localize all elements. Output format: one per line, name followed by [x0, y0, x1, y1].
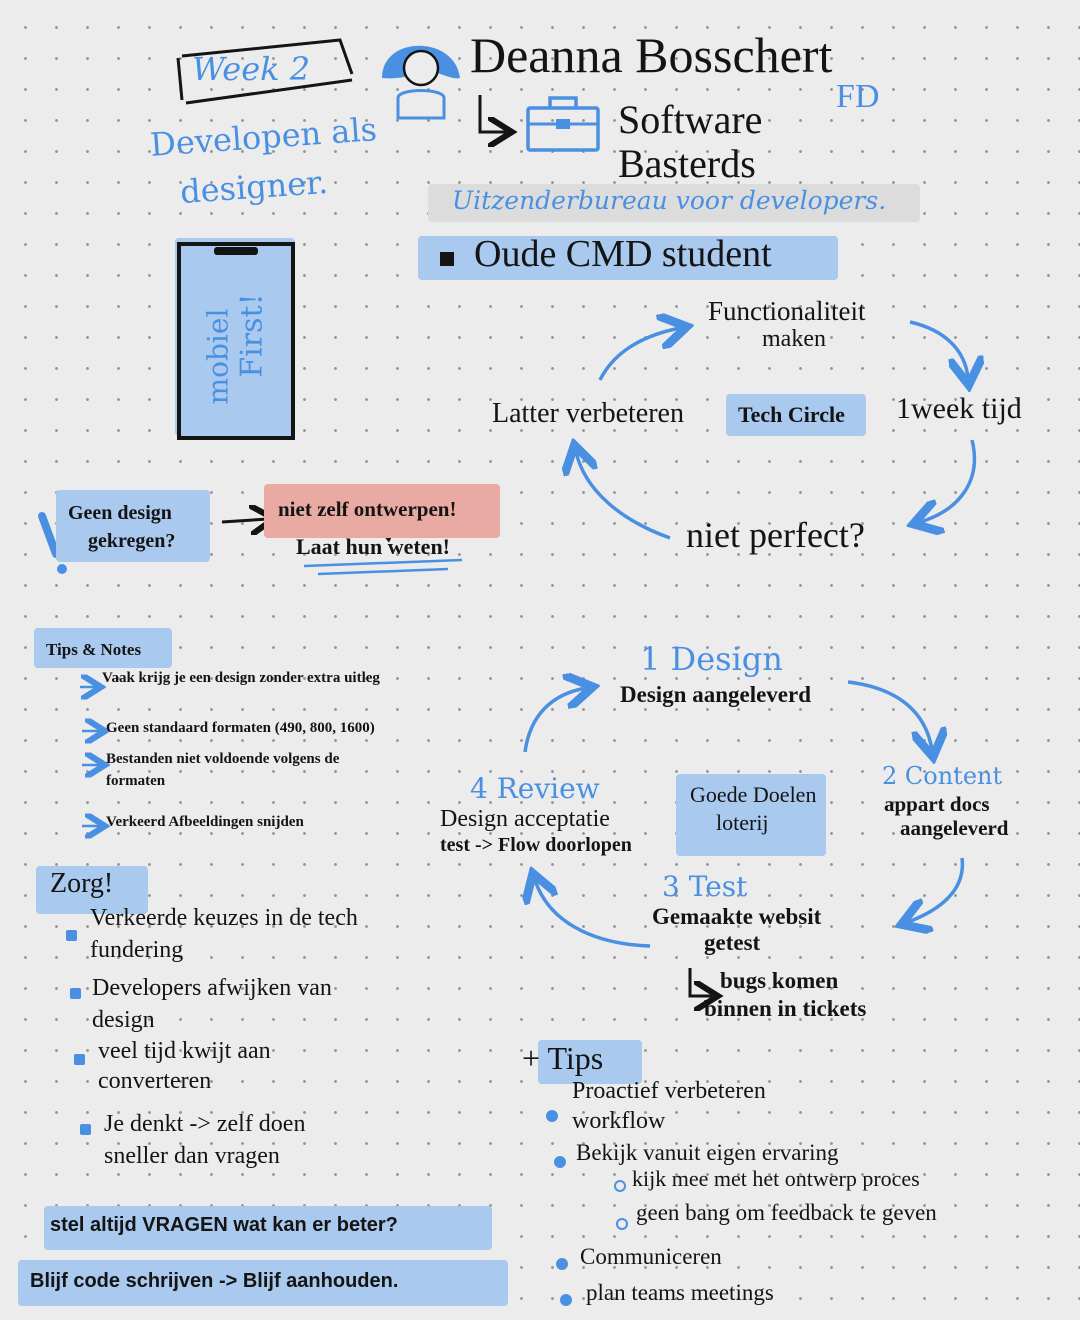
zorg-item: veel tijd kwijt aan converteren: [98, 1038, 271, 1094]
tips-title: + Tips: [522, 1040, 604, 1076]
tech-circle-top-1: Functionaliteit: [708, 296, 866, 326]
tips-arrows: [80, 687, 100, 826]
arrow-right-icon: [221, 519, 268, 522]
tips-bullet-icon: [546, 1110, 558, 1122]
tips-subitem: geen bang om feedback te geven: [636, 1200, 937, 1225]
tips-subitem: kijk mee met het ontwerp proces: [632, 1166, 920, 1191]
tech-circle-arrows: [576, 322, 974, 540]
process-center-1: Goede Doelen: [690, 782, 817, 807]
process-content-text-2: aangeleverd: [900, 816, 1009, 840]
square-bullet-icon: [440, 252, 454, 266]
process-test-title: 3 Test: [662, 870, 748, 903]
no-design-answer-box: [264, 484, 500, 538]
company-name: Software Basterds: [618, 97, 763, 186]
footer-box-2: [18, 1260, 508, 1306]
process-review-title: 4 Review: [470, 772, 600, 805]
process-center-2: loterij: [716, 810, 769, 835]
tips-sub-bullet-icon: [616, 1218, 628, 1230]
process-test-text-3: bugs komen: [720, 968, 839, 993]
person-icon: [382, 45, 460, 120]
no-design-q2: gekregen?: [88, 530, 176, 552]
process-content-text-1: appart docs: [884, 792, 990, 816]
process-design-text: Design aangeleverd: [620, 682, 812, 707]
zorg-bullet-icon: [66, 930, 77, 941]
process-review-text-2: test -> Flow doorlopen: [440, 834, 632, 856]
tips-item: Communiceren: [580, 1244, 722, 1269]
process-arrows: [525, 682, 965, 948]
process-test-text-1: Gemaakte websit: [652, 904, 822, 929]
fd-label: FD: [836, 78, 880, 115]
zorg-item: Developers afwijken van design: [92, 975, 332, 1033]
tech-circle-bottom: niet perfect?: [686, 515, 865, 555]
process-test-text-2: getest: [704, 930, 761, 955]
phone-text-1: mobiel: [201, 308, 235, 405]
oude-label: Oude CMD student: [474, 233, 772, 275]
tips-bullet-icon: [560, 1294, 572, 1306]
tips-notes-item: Geen standaard formaten (490, 800, 1600): [106, 720, 375, 736]
no-design-box: [56, 490, 210, 562]
process-design-title: 1 Design: [640, 640, 783, 678]
week-frame: [176, 38, 354, 105]
no-design-advice: Laat hun weten!: [296, 534, 451, 559]
exclamation-icon: [38, 512, 67, 574]
tips-bullet-icon: [556, 1258, 568, 1270]
tagline: Uitzenderbureau voor developers.: [452, 186, 887, 215]
footer-line-2: Blijf code schrijven -> Blijf aanhouden.: [30, 1270, 399, 1292]
tips-box: [538, 1040, 642, 1084]
tech-circle-left: Latter verbeteren: [492, 398, 684, 429]
tips-sub-bullet-icon: [614, 1180, 626, 1192]
phone-icon: [175, 238, 295, 440]
footer-box-1: [44, 1206, 492, 1250]
speaker-name: Deanna Bosschert: [470, 27, 833, 83]
tech-circle-label: Tech Circle: [738, 402, 845, 427]
process-center-box: [676, 774, 826, 856]
zorg-title: Zorg!: [50, 868, 114, 899]
tech-circle-box: [726, 394, 866, 436]
zorg-item: Verkeerde keuzes in de tech fundering: [90, 905, 358, 963]
tagline-box: [428, 184, 920, 222]
briefcase-icon: [526, 96, 600, 152]
zorg-bullet-icon: [74, 1054, 85, 1065]
arrow-corner-icon: [478, 95, 506, 132]
process-content-title: 2 Content: [882, 762, 1003, 790]
tech-circle-right: 1week tijd: [896, 392, 1022, 425]
tips-notes-item: Vaak krijg je een design zonder extra ui…: [102, 670, 380, 686]
tech-circle-top-2: maken: [762, 326, 826, 352]
no-design-q1: Geen design: [68, 502, 172, 524]
arrow-corner-icon: [688, 968, 712, 996]
tips-notes-box: [34, 628, 172, 668]
zorg-bullet-icon: [70, 988, 81, 999]
tips-notes-item: Bestanden niet voldoende volgens de form…: [106, 751, 340, 789]
oude-box: [418, 236, 838, 280]
tips-item: Proactief verbeteren workflow: [572, 1078, 766, 1134]
tips-notes-title: Tips & Notes: [46, 640, 142, 659]
week-label: Week 2: [192, 50, 311, 88]
zorg-bullet-icon: [80, 1124, 91, 1135]
zorg-box: [36, 866, 148, 914]
tips-bullet-icon: [554, 1156, 566, 1168]
footer-line-1: stel altijd VRAGEN wat kan er beter?: [50, 1214, 398, 1236]
company-line1: Software Basterds: [618, 98, 868, 187]
phone-text-2: First!: [234, 293, 270, 378]
process-test-text-4: binnen in tickets: [704, 996, 867, 1021]
process-review-text-1: Design acceptatie: [440, 806, 610, 832]
zorg-item: Je denkt -> zelf doen sneller dan vragen: [104, 1111, 306, 1169]
tips-item: plan teams meetings: [586, 1280, 774, 1305]
no-design-answer: niet zelf ontwerpen!: [278, 497, 457, 521]
tips-item: Bekijk vanuit eigen ervaring: [576, 1140, 839, 1165]
tips-notes-item: Verkeerd Afbeeldingen snijden: [106, 814, 304, 830]
